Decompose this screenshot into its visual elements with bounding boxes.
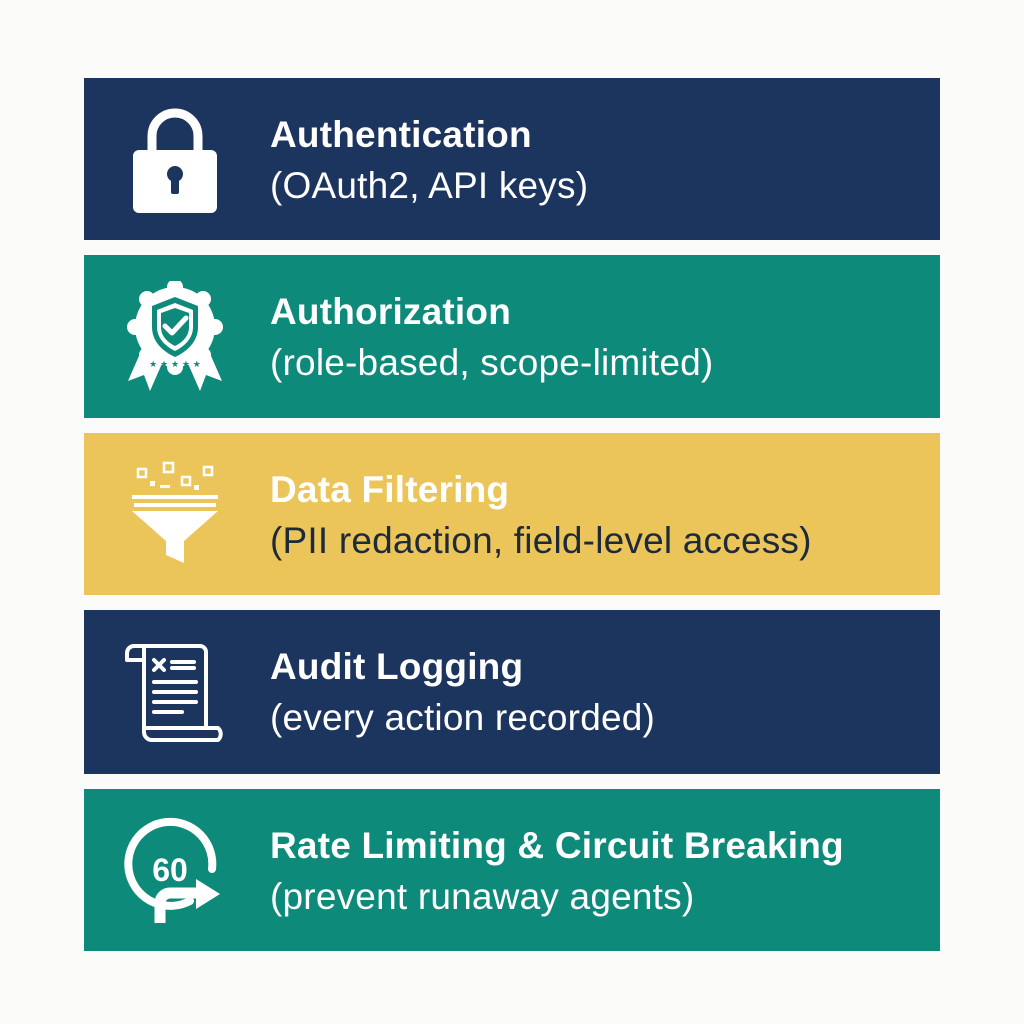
layer-data-filtering: Data Filtering (PII redaction, field-lev… [84, 433, 940, 595]
layer-subtitle: (prevent runaway agents) [270, 876, 695, 917]
layer-title: Data Filtering [270, 469, 510, 510]
lock-icon [120, 104, 230, 214]
layer-authorization: ★ ★ ★ ★ ★ Authorization (role-based, sco… [84, 255, 940, 418]
svg-text:★ ★ ★ ★ ★: ★ ★ ★ ★ ★ [149, 360, 201, 370]
rate-limit-icon: 60 [120, 815, 230, 925]
layer-title: Audit Logging [270, 646, 524, 687]
layer-title: Rate Limiting & Circuit Breaking [270, 825, 844, 866]
layer-audit-logging: Audit Logging (every action recorded) [84, 610, 940, 774]
layer-title: Authorization [270, 291, 512, 332]
layer-subtitle: (every action recorded) [270, 697, 656, 738]
layer-subtitle: (OAuth2, API keys) [270, 165, 589, 206]
layer-authentication: Authentication (OAuth2, API keys) [84, 78, 940, 240]
security-layers-stack: Authentication (OAuth2, API keys) [84, 78, 940, 951]
layer-subtitle: (PII redaction, field-level access) [270, 520, 812, 561]
shield-badge-icon: ★ ★ ★ ★ ★ [120, 281, 230, 391]
layer-title: Authentication [270, 114, 532, 155]
scroll-log-icon [120, 636, 230, 746]
layer-rate-limiting: 60 Rate Limiting & Circuit Breaking (pre… [84, 789, 940, 951]
funnel-icon [120, 459, 230, 569]
layer-subtitle: (role-based, scope-limited) [270, 342, 714, 383]
rate-limit-number: 60 [152, 852, 188, 888]
